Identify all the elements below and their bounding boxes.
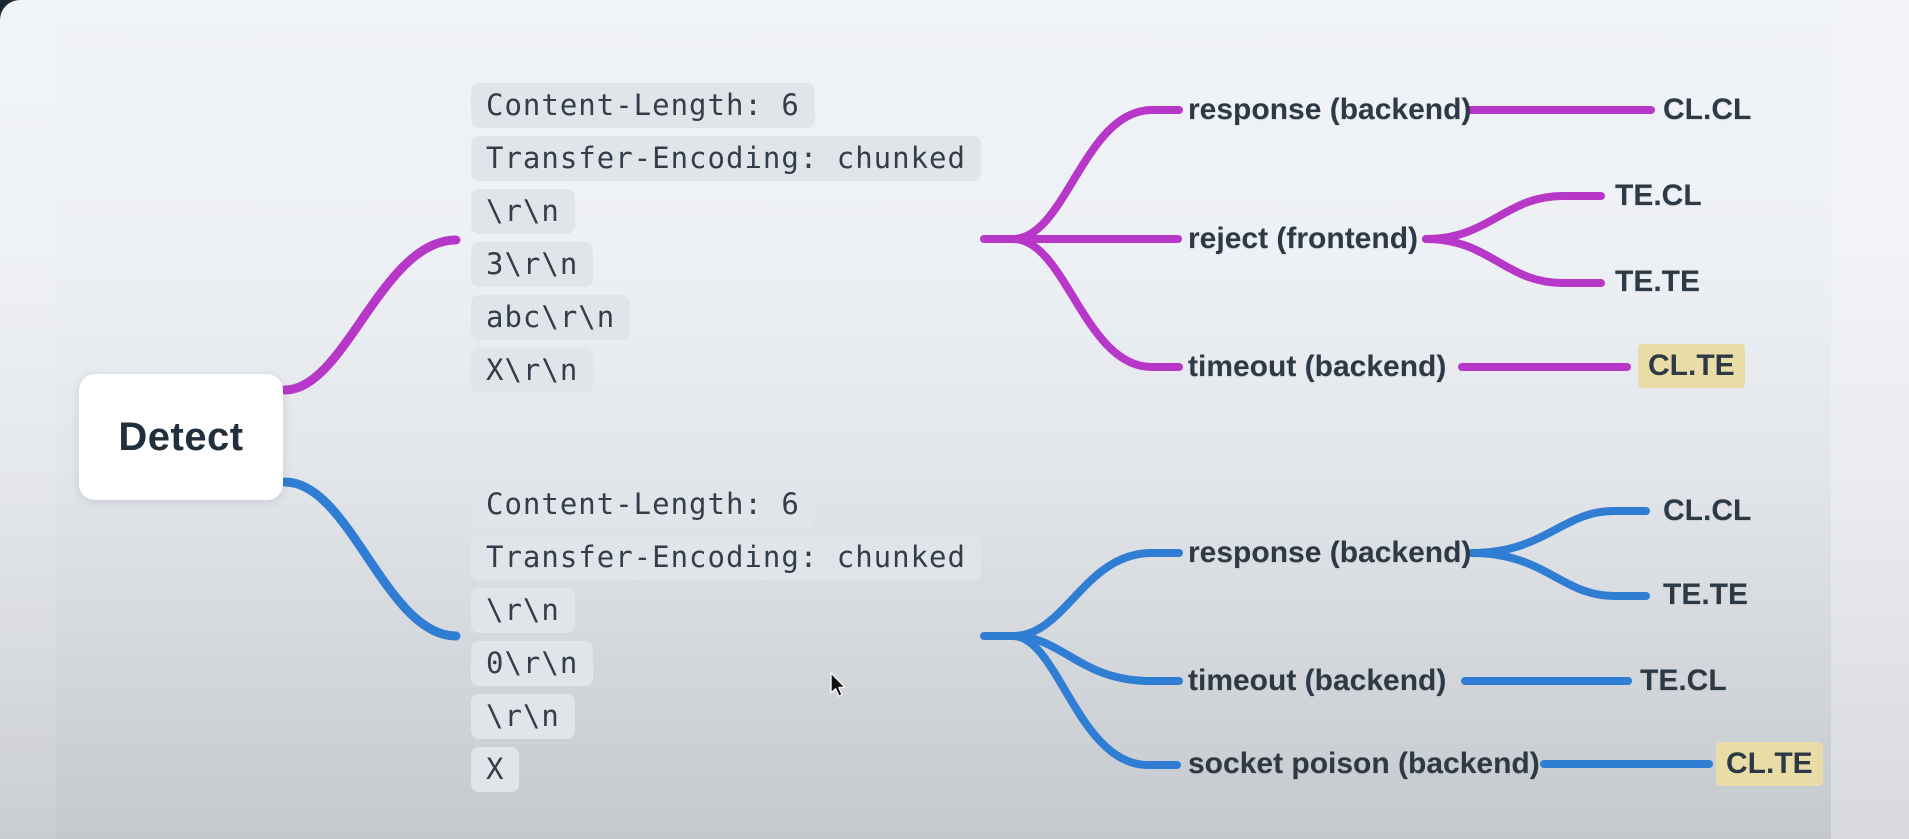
edge-bottom-response-to-tete xyxy=(1468,549,1650,600)
result-bottom-clcl: CL.CL xyxy=(1663,494,1752,527)
code-line: X xyxy=(471,747,520,792)
request-block-bottom: Content-Length: 6 Transfer-Encoding: chu… xyxy=(471,482,981,800)
outcome-top-reject: reject (frontend) xyxy=(1188,222,1419,255)
code-line: X\r\n xyxy=(471,348,594,393)
root-node-detect: Detect xyxy=(79,374,283,500)
background-left-band xyxy=(0,0,56,839)
code-line: 3\r\n xyxy=(471,242,594,287)
request-block-top: Content-Length: 6 Transfer-Encoding: chu… xyxy=(471,83,981,401)
edge-top-to-timeout xyxy=(1009,235,1183,371)
result-bottom-tecl: TE.CL xyxy=(1640,664,1727,697)
code-line: Content-Length: 6 xyxy=(471,83,815,128)
result-top-tecl: TE.CL xyxy=(1615,179,1702,212)
edge-bottom-response-to-clcl xyxy=(1468,507,1650,557)
result-top-clte-highlighted: CL.TE xyxy=(1638,344,1745,388)
outcome-bottom-timeout: timeout (backend) xyxy=(1188,664,1447,697)
code-line: abc\r\n xyxy=(471,295,631,340)
edge-root-to-bottom-request xyxy=(280,477,461,641)
edge-top-reject-to-tecl xyxy=(1422,192,1605,243)
code-line: \r\n xyxy=(471,694,575,739)
background-right-band xyxy=(1831,0,1909,839)
outcome-bottom-response: response (backend) xyxy=(1188,536,1472,569)
mouse-cursor xyxy=(830,672,846,697)
edge-bottom-to-timeout xyxy=(1009,632,1183,685)
edge-top-to-response xyxy=(1009,106,1183,243)
code-line: Transfer-Encoding: chunked xyxy=(471,136,981,181)
edge-bottom-to-socket-poison xyxy=(1009,632,1181,769)
result-top-tete: TE.TE xyxy=(1615,265,1701,298)
outcome-bottom-socket-poison: socket poison (backend) xyxy=(1188,747,1540,780)
result-top-clcl: CL.CL xyxy=(1663,93,1752,126)
outcome-top-timeout: timeout (backend) xyxy=(1188,350,1447,383)
code-line: Content-Length: 6 xyxy=(471,482,815,527)
outcome-top-response: response (backend) xyxy=(1188,93,1472,126)
code-line: \r\n xyxy=(471,588,575,633)
edge-bottom-to-response xyxy=(1009,549,1183,640)
edge-root-to-top-request xyxy=(280,235,461,395)
code-line: \r\n xyxy=(471,189,575,234)
edge-top-reject-to-tete xyxy=(1422,235,1605,287)
result-bottom-clte-highlighted: CL.TE xyxy=(1716,742,1823,786)
code-line: Transfer-Encoding: chunked xyxy=(471,535,981,580)
code-line: 0\r\n xyxy=(471,641,594,686)
result-bottom-tete: TE.TE xyxy=(1663,578,1749,611)
root-node-label: Detect xyxy=(118,414,244,459)
